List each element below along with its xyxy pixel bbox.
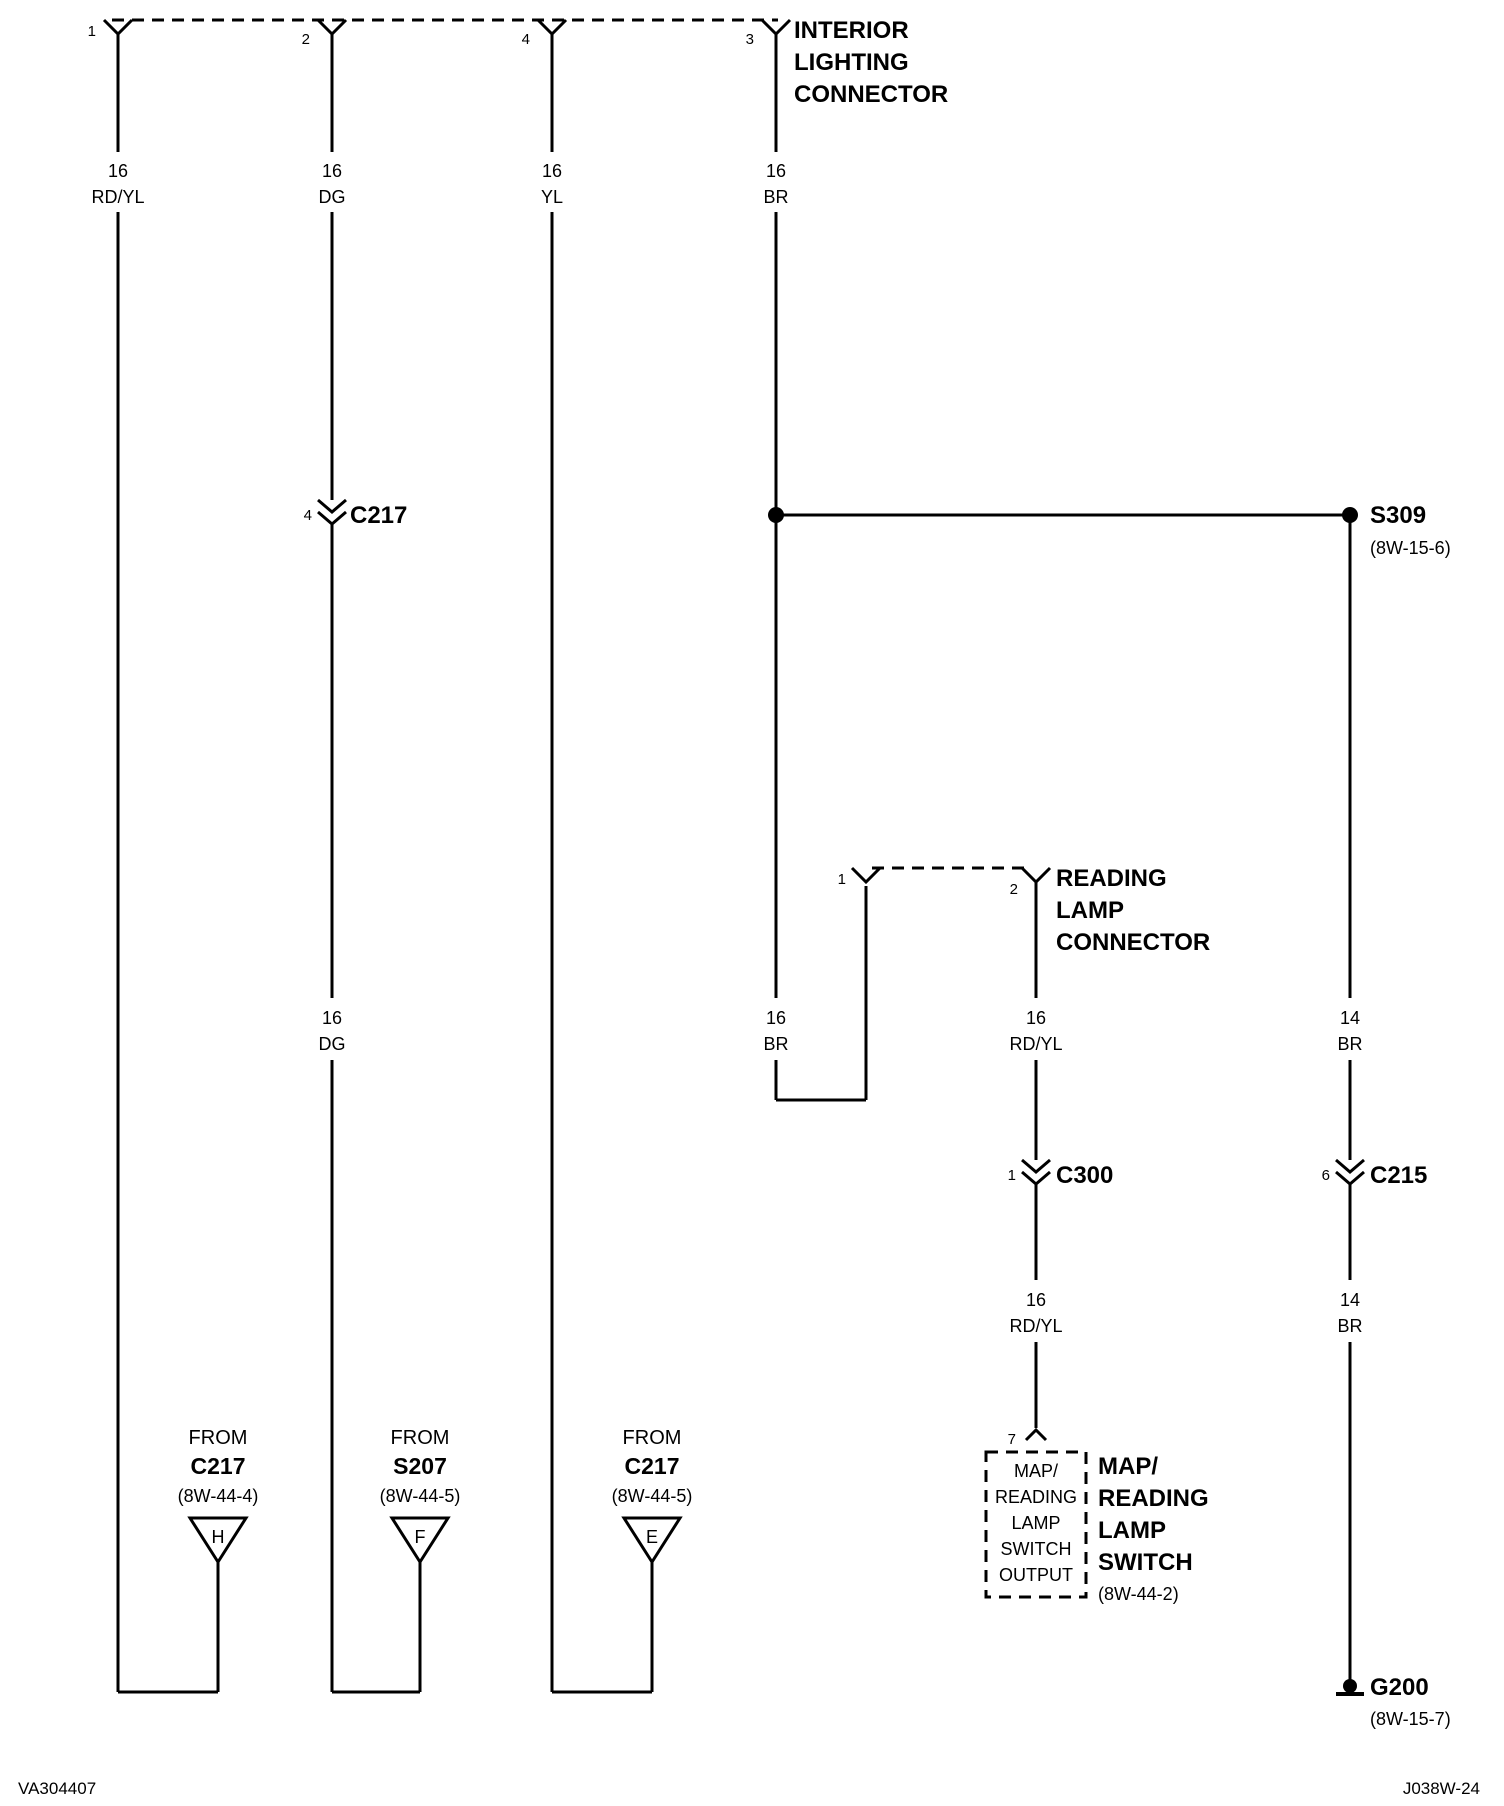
g200-ref: (8W-15-7)	[1370, 1709, 1451, 1729]
c215-pin-label: 6	[1322, 1167, 1330, 1184]
wire-color-label: DG	[319, 187, 346, 207]
wire-br14: 14 BR 14 BR	[1337, 515, 1363, 1686]
g200-label: G200	[1370, 1674, 1429, 1701]
wire-br: 16 BR 16 BR	[763, 34, 1350, 1102]
wire-yl: 16 YL	[541, 34, 654, 1694]
wire-color-label: BR	[763, 187, 788, 207]
switch-label-3: LAMP	[1098, 1517, 1166, 1544]
interior-connector-label-3: CONNECTOR	[794, 81, 948, 108]
splice-dot-left	[768, 507, 784, 523]
interior-connector-label-1: INTERIOR	[794, 17, 909, 44]
from-arrow-e	[621, 1516, 683, 1565]
from-label: FROM	[189, 1427, 248, 1449]
from-label: FROM	[391, 1427, 450, 1449]
splice-s309: S309 (8W-15-6)	[768, 502, 1451, 558]
switch-label-4: SWITCH	[1098, 1549, 1193, 1576]
c217-pin-label: 4	[304, 507, 312, 524]
wire-gauge-label: 16	[322, 161, 342, 181]
connector-c300: 1 C300	[1008, 1158, 1113, 1189]
from-id: C217	[191, 1453, 246, 1479]
from-id: C217	[625, 1453, 680, 1479]
from-ref: (8W-44-5)	[380, 1486, 461, 1506]
wire-rdyl-switch: 16 RD/YL 16 RD/YL	[1009, 882, 1063, 1428]
wire-gauge-label: 16	[322, 1008, 342, 1028]
interior-lighting-connector: 1 2 4 3 INTERIOR LIGHTING CONNECTOR	[88, 17, 949, 108]
from-ref-h: FROM C217 (8W-44-4) H	[178, 1427, 259, 1565]
reading-lamp-connector: 1 2 READING LAMP CONNECTOR	[838, 865, 1211, 956]
from-letter: H	[212, 1527, 225, 1547]
reading-connector-label-3: CONNECTOR	[1056, 929, 1210, 956]
s309-label: S309	[1370, 502, 1426, 529]
ground-g200: G200 (8W-15-7)	[1336, 1674, 1451, 1729]
wire-gauge-label: 14	[1340, 1290, 1360, 1310]
wire-color-label: BR	[1337, 1034, 1362, 1054]
wire-gauge-label: 16	[766, 1008, 786, 1028]
wire-color-label: RD/YL	[1009, 1034, 1062, 1054]
switch-inner-4: SWITCH	[1001, 1539, 1072, 1559]
from-letter: E	[646, 1527, 658, 1547]
wire-gauge-label: 14	[1340, 1008, 1360, 1028]
reading-connector-label-1: READING	[1056, 865, 1167, 892]
wire-gauge-label: 16	[1026, 1008, 1046, 1028]
wire-color-label: RD/YL	[1009, 1316, 1062, 1336]
switch-ref: (8W-44-2)	[1098, 1584, 1179, 1604]
wire-color-label: DG	[319, 1034, 346, 1054]
connector-c217: 4 C217	[304, 498, 407, 529]
wire-gauge-label: 16	[108, 161, 128, 181]
wire-gauge-label: 16	[766, 161, 786, 181]
switch-inner-1: MAP/	[1014, 1461, 1058, 1481]
wire-color-label: YL	[541, 187, 563, 207]
c300-label: C300	[1056, 1162, 1113, 1189]
connector-c215: 6 C215	[1322, 1158, 1427, 1189]
from-label: FROM	[623, 1427, 682, 1449]
from-ref: (8W-44-4)	[178, 1486, 259, 1506]
ground-dot	[1343, 1679, 1357, 1693]
wire-color-label: RD/YL	[91, 187, 144, 207]
switch-inner-3: LAMP	[1011, 1513, 1060, 1533]
map-reading-lamp-switch: 7 MAP/ READING LAMP SWITCH OUTPUT MAP/ R…	[984, 1427, 1209, 1604]
reading-pin-2-label: 2	[1010, 881, 1018, 898]
wire-rdyl-left: 16 RD/YL	[91, 34, 220, 1694]
wire-gauge-label: 16	[542, 161, 562, 181]
wire-color-label: BR	[763, 1034, 788, 1054]
from-letter: F	[415, 1527, 426, 1547]
from-arrow-f	[389, 1516, 451, 1565]
switch-pin-label: 7	[1008, 1431, 1016, 1448]
from-ref-f: FROM S207 (8W-44-5) F	[380, 1427, 461, 1565]
pin-1-label: 1	[88, 23, 96, 40]
switch-label-1: MAP/	[1098, 1453, 1158, 1480]
reading-pin-1-label: 1	[838, 871, 846, 888]
from-arrow-h	[187, 1516, 249, 1565]
pin-4-label: 4	[522, 31, 530, 48]
switch-inner-5: OUTPUT	[999, 1565, 1073, 1585]
switch-inner-2: READING	[995, 1487, 1077, 1507]
footer-right-code: J038W-24	[1403, 1779, 1480, 1798]
reading-connector-label-2: LAMP	[1056, 897, 1124, 924]
switch-label-2: READING	[1098, 1485, 1209, 1512]
from-ref-e: FROM C217 (8W-44-5) E	[612, 1427, 693, 1565]
pin-2-label: 2	[302, 31, 310, 48]
wire-dg: 16 DG 16 DG	[319, 34, 422, 1694]
c217-label: C217	[350, 502, 407, 529]
s309-ref: (8W-15-6)	[1370, 538, 1451, 558]
wire-gauge-label: 16	[1026, 1290, 1046, 1310]
pin-3-label: 3	[746, 31, 754, 48]
switch-box	[984, 1450, 1088, 1599]
interior-connector-label-2: LIGHTING	[794, 49, 909, 76]
c300-pin-label: 1	[1008, 1167, 1016, 1184]
from-id: S207	[393, 1453, 447, 1479]
footer-left-code: VA304407	[18, 1779, 96, 1798]
wire-color-label: BR	[1337, 1316, 1362, 1336]
from-ref: (8W-44-5)	[612, 1486, 693, 1506]
c215-label: C215	[1370, 1162, 1427, 1189]
